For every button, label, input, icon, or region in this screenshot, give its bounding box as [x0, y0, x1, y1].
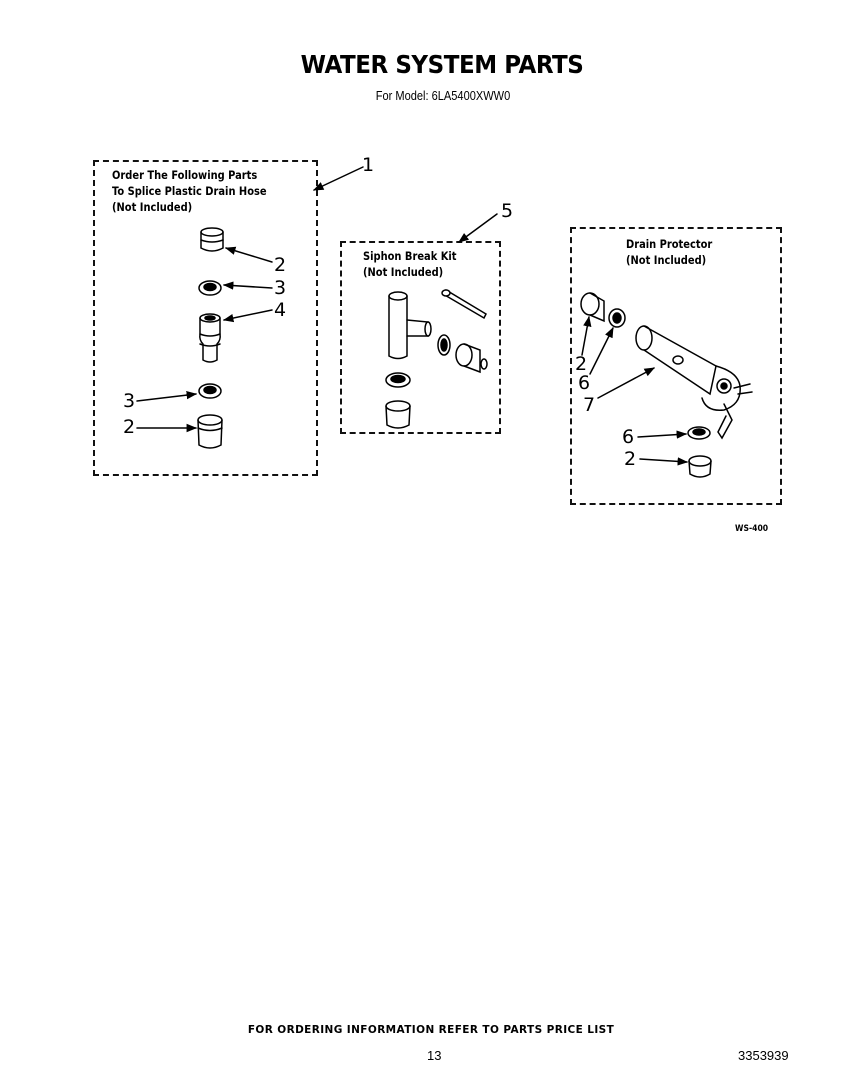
callout-splice-3-bottom: 3 — [123, 390, 136, 412]
ordering-info-note: FOR ORDERING INFORMATION REFER TO PARTS … — [247, 1024, 615, 1036]
callout-drain-6-bottom: 6 — [622, 426, 635, 448]
callout-splice-4: 4 — [274, 299, 287, 321]
hose-connector-bottom — [197, 414, 223, 449]
siphon-label-line-2: (Not Included) — [363, 265, 444, 279]
siphon-valve-cap — [455, 343, 488, 374]
siphon-tee — [388, 291, 432, 360]
siphon-connector-lower — [385, 400, 411, 429]
splice-label-line-2: To Splice Plastic Drain Hose — [112, 184, 267, 198]
drain-label-line-1: Drain Protector — [626, 237, 713, 251]
hose-coupling — [199, 313, 221, 363]
callout-5: 5 — [501, 200, 514, 222]
splice-parts-label: Order The Following Parts To Splice Plas… — [112, 167, 267, 215]
page-title: WATER SYSTEM PARTS — [300, 50, 584, 79]
drain-protector-box — [570, 227, 782, 505]
hose-connector-top — [200, 227, 224, 252]
callout-splice-2-top: 2 — [274, 254, 287, 276]
hose-clamp-top — [198, 280, 222, 296]
drain-clamp-top — [608, 308, 626, 328]
siphon-label-line-1: Siphon Break Kit — [363, 249, 457, 263]
cable-tie — [441, 289, 487, 320]
callout-drain-2-top: 2 — [575, 353, 588, 375]
illustration-code: WS-400 — [735, 524, 769, 534]
callout-drain-2-bottom: 2 — [624, 448, 637, 470]
callout-drain-6-top: 6 — [578, 372, 591, 394]
drain-clamp-bottom — [687, 426, 711, 440]
splice-label-line-1: Order The Following Parts — [112, 168, 258, 182]
callout-splice-3-top: 3 — [274, 277, 287, 299]
callout-1: 1 — [362, 154, 375, 176]
drain-connector-top — [580, 292, 605, 323]
page-number: 13 — [427, 1048, 442, 1063]
siphon-clamp — [437, 334, 451, 356]
siphon-clamp-lower — [385, 372, 411, 388]
model-number: For Model: 6LA5400XWW0 — [375, 88, 511, 103]
siphon-break-kit-box — [340, 241, 501, 434]
siphon-kit-label: Siphon Break Kit (Not Included) — [363, 248, 457, 280]
splice-label-line-3: (Not Included) — [112, 200, 193, 214]
drain-connector-bottom — [688, 455, 712, 478]
document-number: 3353939 — [738, 1048, 789, 1063]
splice-parts-box — [93, 160, 318, 476]
drain-label-line-2: (Not Included) — [626, 253, 707, 267]
callout-drain-7: 7 — [583, 394, 596, 416]
callout-splice-2-bottom: 2 — [123, 416, 136, 438]
drain-protector-label: Drain Protector (Not Included) — [626, 236, 712, 268]
hose-clamp-bottom — [198, 383, 222, 399]
drain-protector-body — [635, 325, 753, 440]
